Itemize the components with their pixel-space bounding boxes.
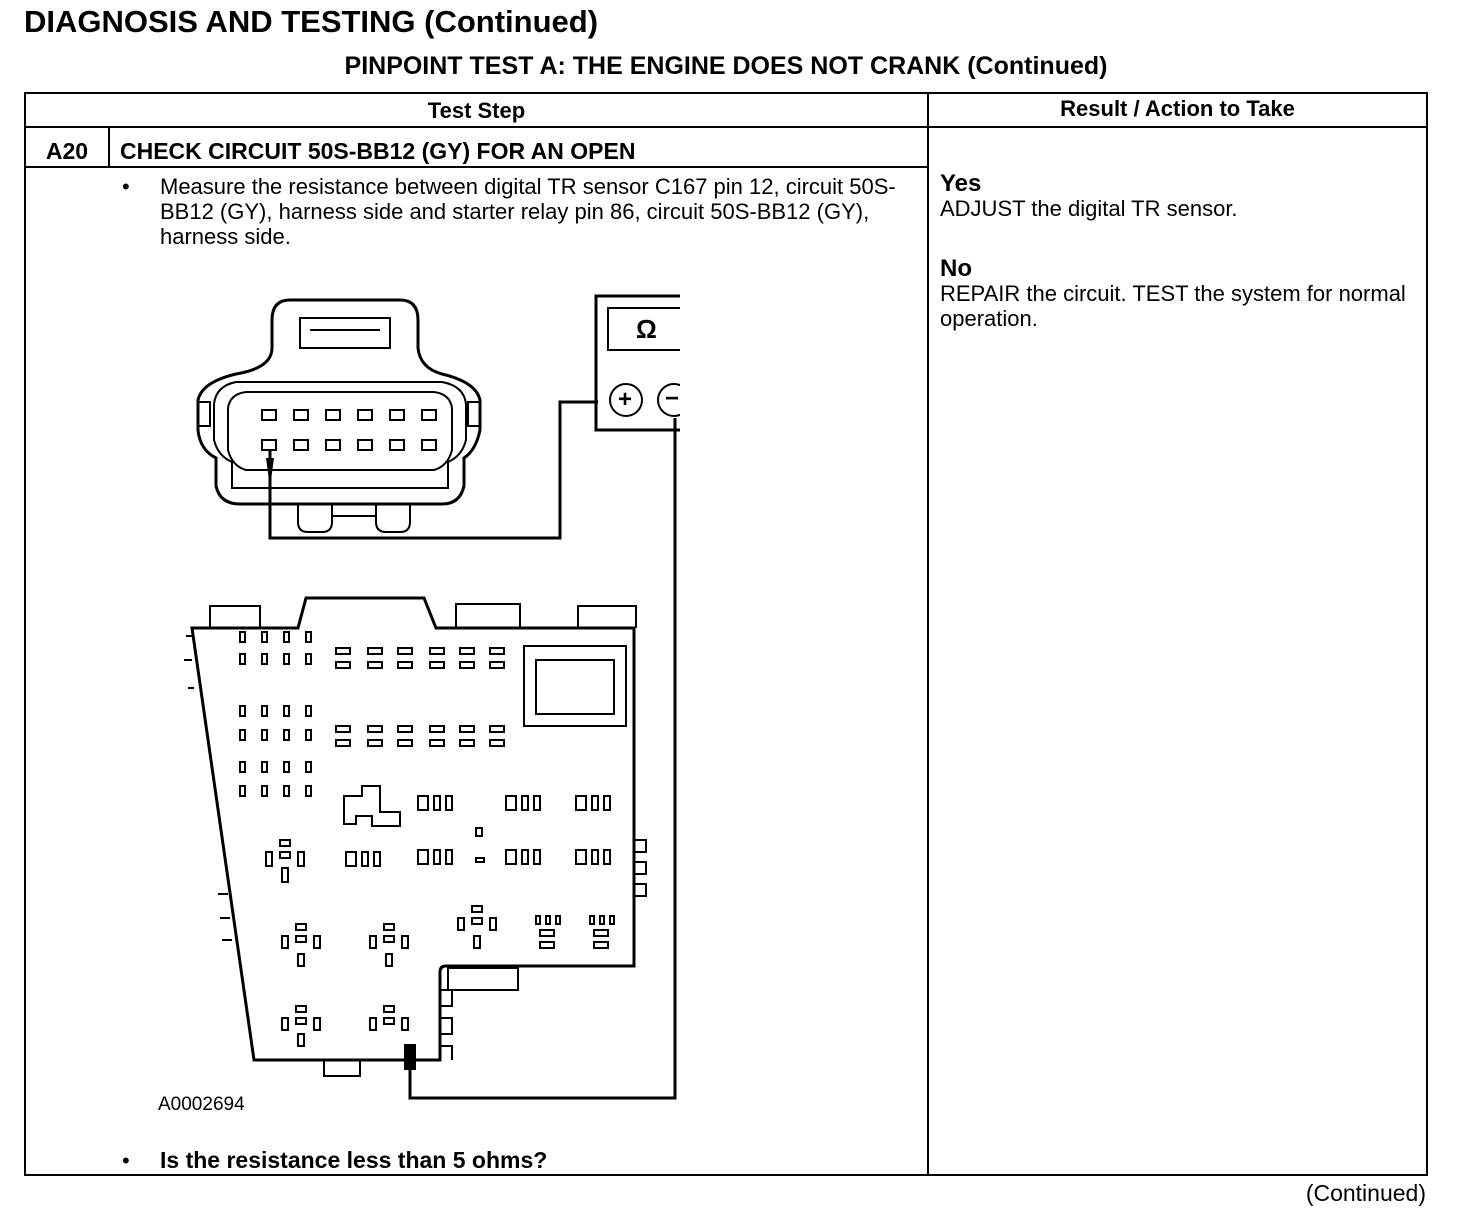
connector-pins bbox=[261, 409, 437, 451]
step-question: Is the resistance less than 5 ohms? bbox=[160, 1147, 548, 1173]
bullet-marker: • bbox=[122, 1148, 130, 1173]
pinpoint-test-title: PINPOINT TEST A: THE ENGINE DOES NOT CRA… bbox=[344, 52, 1108, 80]
column-header-result: Result / Action to Take bbox=[1060, 96, 1295, 121]
pinpoint-test-table: Test Step Result / Action to Take A20 CH… bbox=[24, 92, 1428, 1176]
bullet-marker: • bbox=[122, 174, 130, 199]
step-instruction: Measure the resistance between digital T… bbox=[160, 174, 896, 249]
column-divider bbox=[927, 94, 929, 1174]
positive-terminal: + bbox=[618, 386, 633, 413]
negative-terminal: − bbox=[665, 385, 680, 412]
continued-footer: (Continued) bbox=[1305, 1180, 1426, 1206]
header-divider bbox=[26, 126, 1426, 128]
step-id: A20 bbox=[45, 138, 89, 164]
result-yes-action: ADJUST the digital TR sensor. bbox=[940, 196, 1238, 221]
step-header-divider bbox=[26, 166, 927, 168]
step-id-divider bbox=[108, 128, 110, 166]
step-title: CHECK CIRCUIT 50S-BB12 (GY) FOR AN OPEN bbox=[120, 138, 636, 164]
ohm-symbol: Ω bbox=[636, 314, 657, 344]
test-diagram bbox=[196, 294, 680, 540]
result-yes-label: Yes bbox=[940, 170, 982, 197]
result-no-label: No bbox=[940, 255, 972, 282]
result-no-action: REPAIR the circuit. TEST the system for … bbox=[940, 281, 1406, 331]
figure-id: A0002694 bbox=[158, 1094, 245, 1115]
column-header-test-step: Test Step bbox=[427, 98, 526, 123]
page-title: DIAGNOSIS AND TESTING (Continued) bbox=[24, 4, 599, 39]
